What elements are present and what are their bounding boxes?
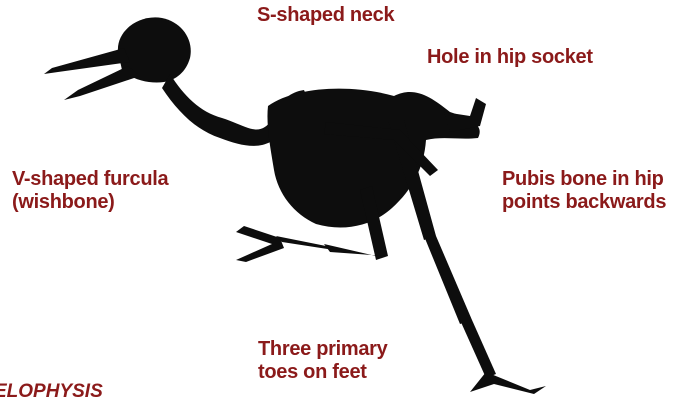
beak-upper xyxy=(44,48,130,74)
label-toes-line2: toes on feet xyxy=(258,361,388,384)
label-neck-text: S-shaped neck xyxy=(257,4,394,27)
label-pubis-bone: Pubis bone in hip points backwards xyxy=(502,168,666,214)
label-toes-line1: Three primary xyxy=(258,338,388,361)
label-v-shaped-furcula: V-shaped furcula (wishbone) xyxy=(12,168,168,214)
rear-shin xyxy=(424,236,472,324)
rear-tarsus xyxy=(460,320,496,378)
label-s-shaped-neck: S-shaped neck xyxy=(257,4,394,27)
label-hole-in-hip-socket: Hole in hip socket xyxy=(427,46,593,69)
label-furcula-line1: V-shaped furcula xyxy=(12,168,168,191)
beak-lower xyxy=(64,66,140,100)
tail xyxy=(444,98,486,132)
front-tarsus xyxy=(276,236,334,250)
label-species-name: ELOPHYSIS xyxy=(0,380,103,403)
front-foot xyxy=(236,226,284,262)
rear-foot xyxy=(470,372,546,394)
label-three-primary-toes: Three primary toes on feet xyxy=(258,338,388,384)
label-hip-text: Hole in hip socket xyxy=(427,46,593,69)
label-pubis-line2: points backwards xyxy=(502,191,666,214)
label-species-text: ELOPHYSIS xyxy=(0,380,103,403)
label-furcula-line2: (wishbone) xyxy=(12,191,168,214)
label-pubis-line1: Pubis bone in hip xyxy=(502,168,666,191)
